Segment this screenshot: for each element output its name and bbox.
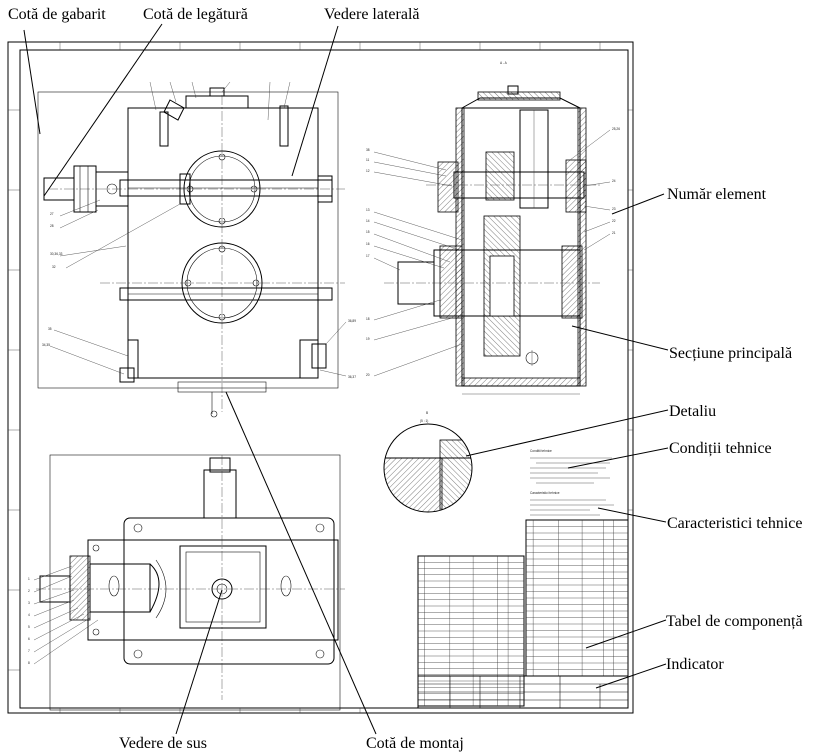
svg-text:17: 17: [366, 254, 370, 258]
svg-text:23: 23: [612, 207, 616, 211]
annotation-leaders: [23, 23, 669, 735]
svg-text:18: 18: [366, 317, 370, 321]
svg-text:7: 7: [28, 649, 30, 653]
section-mark: A - A: [500, 61, 508, 65]
detail-scale: (5 : 1): [420, 419, 428, 423]
label-sectiune-principala: Secțiune principală: [669, 345, 792, 362]
callout-labels: Cotă de gabarit Cotă de legătură Vedere …: [8, 6, 803, 752]
leader-numar-element: [611, 193, 665, 215]
leader-indicator: [595, 663, 667, 689]
conditii-heading: Conditii tehnice: [530, 449, 552, 453]
svg-text:21: 21: [612, 231, 616, 235]
svg-text:36,89: 36,89: [348, 319, 356, 323]
svg-text:22: 22: [612, 219, 616, 223]
leader-detaliu: [465, 409, 669, 457]
leader-vedere-laterala: [291, 25, 339, 177]
detail-b: B (5 : 1): [383, 411, 473, 513]
label-numar-element: Număr element: [667, 186, 767, 203]
svg-text:35: 35: [48, 327, 52, 331]
label-vedere-laterala: Vedere laterală: [324, 6, 419, 23]
label-vedere-sus: Vedere de sus: [119, 735, 207, 752]
svg-text:2: 2: [28, 589, 30, 593]
label-cota-gabarit: Cotă de gabarit: [8, 6, 106, 23]
leader-conditii-tehnice: [567, 447, 669, 469]
svg-text:5: 5: [28, 625, 30, 629]
svg-text:11: 11: [366, 158, 370, 162]
svg-text:12: 12: [366, 169, 370, 173]
svg-text:20: 20: [366, 373, 370, 377]
label-indicator: Indicator: [666, 656, 724, 673]
svg-text:3: 3: [28, 601, 30, 605]
label-conditii-tehnice: Condiții tehnice: [669, 440, 772, 457]
leader-sectiune-principala: [571, 325, 669, 351]
tech-notes: Conditii tehnice Caracteristici tehnice: [530, 449, 614, 516]
svg-text:34,35: 34,35: [42, 343, 50, 347]
svg-text:25,26: 25,26: [612, 127, 620, 131]
svg-text:30,36,33: 30,36,33: [50, 252, 63, 256]
top-view: 1 2 3 4 5 6 7 8: [28, 454, 345, 711]
svg-text:16: 16: [366, 242, 370, 246]
leader-cota-montaj: [225, 391, 377, 735]
label-caracteristici-tehnice: Caracteristici tehnice: [667, 515, 802, 532]
detail-mark: B: [426, 411, 428, 415]
svg-text:32: 32: [52, 265, 56, 269]
svg-text:13: 13: [366, 208, 370, 212]
sheet-frame: [7, 41, 634, 714]
leader-tabel-componenta: [585, 619, 667, 649]
svg-text:36,37: 36,37: [348, 375, 356, 379]
leader-cota-legatura: [43, 23, 163, 197]
svg-text:19: 19: [366, 337, 370, 341]
svg-text:6: 6: [28, 637, 30, 641]
svg-text:27: 27: [50, 212, 54, 216]
svg-text:1: 1: [28, 577, 30, 581]
svg-text:38: 38: [366, 148, 370, 152]
svg-text:24: 24: [612, 179, 616, 183]
component-table: [417, 519, 629, 707]
leader-caracteristici-tehnice: [597, 507, 667, 523]
leader-cota-gabarit: [23, 29, 41, 135]
front-view: 27 28 30,36,33 32 35 34,35 36,89 36,37: [37, 81, 356, 418]
caracteristici-heading: Caracteristici tehnice: [530, 491, 560, 495]
label-cota-montaj: Cotă de montaj: [366, 735, 464, 752]
svg-text:15: 15: [366, 230, 370, 234]
label-cota-legatura: Cotă de legătură: [143, 6, 248, 23]
title-block: [417, 675, 629, 709]
svg-text:28: 28: [50, 224, 54, 228]
svg-text:14: 14: [366, 219, 370, 223]
label-detaliu: Detaliu: [669, 403, 716, 420]
svg-text:4: 4: [28, 613, 30, 617]
main-section: A - A: [366, 61, 620, 395]
svg-text:8: 8: [28, 661, 30, 665]
leader-vedere-sus: [175, 589, 223, 735]
label-tabel-componenta: Tabel de componență: [666, 613, 803, 630]
